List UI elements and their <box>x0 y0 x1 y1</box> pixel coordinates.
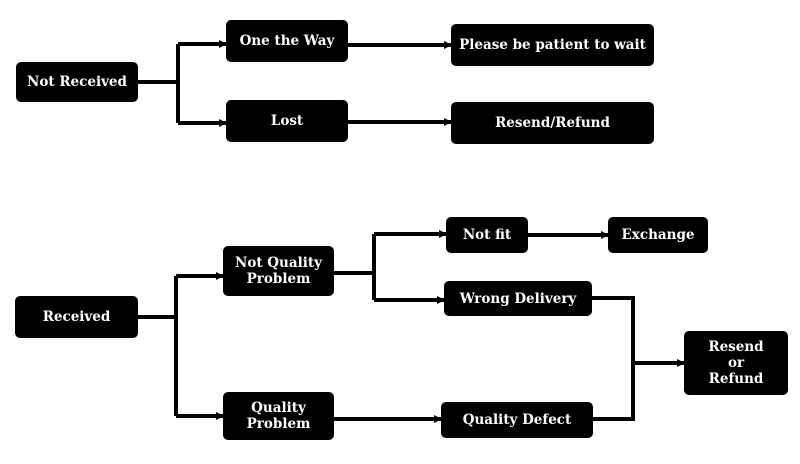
node-wrong-delivery: Wrong Delivery <box>444 281 592 316</box>
node-received: Received <box>15 296 138 338</box>
connector-merge <box>592 296 635 421</box>
node-not-quality-problem: Not Quality Problem <box>223 246 334 296</box>
node-quality-defect: Quality Defect <box>441 402 593 438</box>
node-lost: Lost <box>226 100 348 142</box>
node-on-the-way: One the Way <box>226 20 348 62</box>
node-not-received: Not Received <box>16 62 138 102</box>
node-please-be-patient: Please be patient to wait <box>451 24 654 66</box>
node-resend-refund: Resend/Refund <box>451 102 654 144</box>
node-resend-or-refund: Resend or Refund <box>684 331 788 395</box>
node-exchange: Exchange <box>608 217 708 253</box>
node-quality-problem: Quality Problem <box>223 392 334 440</box>
node-not-fit: Not fit <box>446 217 528 253</box>
